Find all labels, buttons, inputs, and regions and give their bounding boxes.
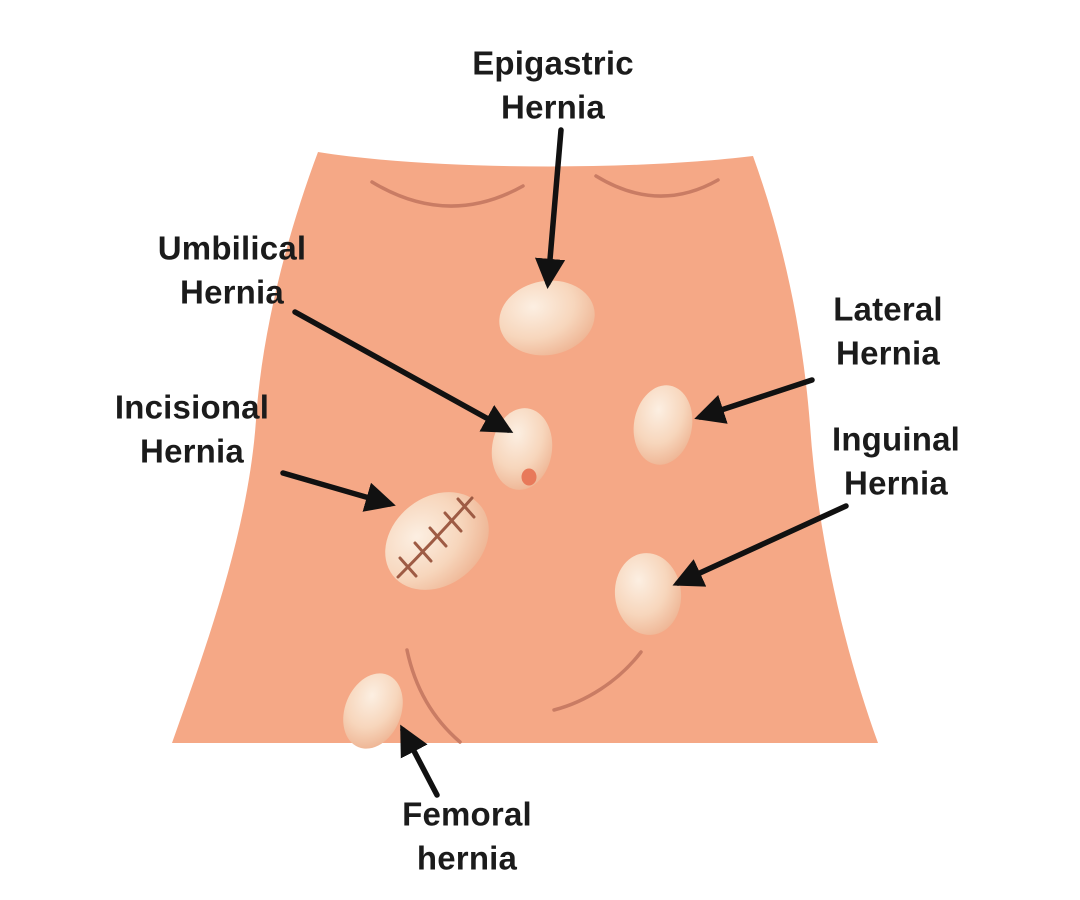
lateral-hernia-bump	[633, 385, 693, 465]
chest-crease-right	[594, 174, 720, 198]
groin-crease-left	[405, 648, 462, 744]
lateral-hernia-label: Lateral Hernia	[833, 290, 943, 371]
arrows	[280, 127, 849, 798]
navel-dot	[521, 468, 537, 486]
epigastric-hernia-bump	[499, 280, 595, 356]
groin-crease-right	[552, 650, 643, 712]
inguinal-hernia-label: Inguinal Hernia	[831, 420, 961, 501]
incisional-hernia-label: Incisional Hernia	[114, 388, 270, 469]
umbilical-hernia-label: Umbilical Hernia	[157, 229, 307, 310]
umbilical-arrow	[292, 309, 514, 433]
epigastric-arrow	[534, 127, 566, 290]
lateral-arrow	[694, 377, 815, 424]
inguinal-hernia-bump	[614, 553, 682, 635]
femoral-hernia-label: Femoral hernia	[402, 795, 532, 876]
femoral-arrow	[400, 724, 440, 798]
epigastric-hernia-label: Epigastric Hernia	[472, 44, 634, 125]
femoral-hernia-bump	[343, 673, 403, 749]
incisional-arrow	[280, 470, 396, 512]
incision-stitches	[396, 496, 476, 579]
chest-crease-left	[370, 180, 525, 208]
inguinal-arrow	[672, 503, 849, 587]
